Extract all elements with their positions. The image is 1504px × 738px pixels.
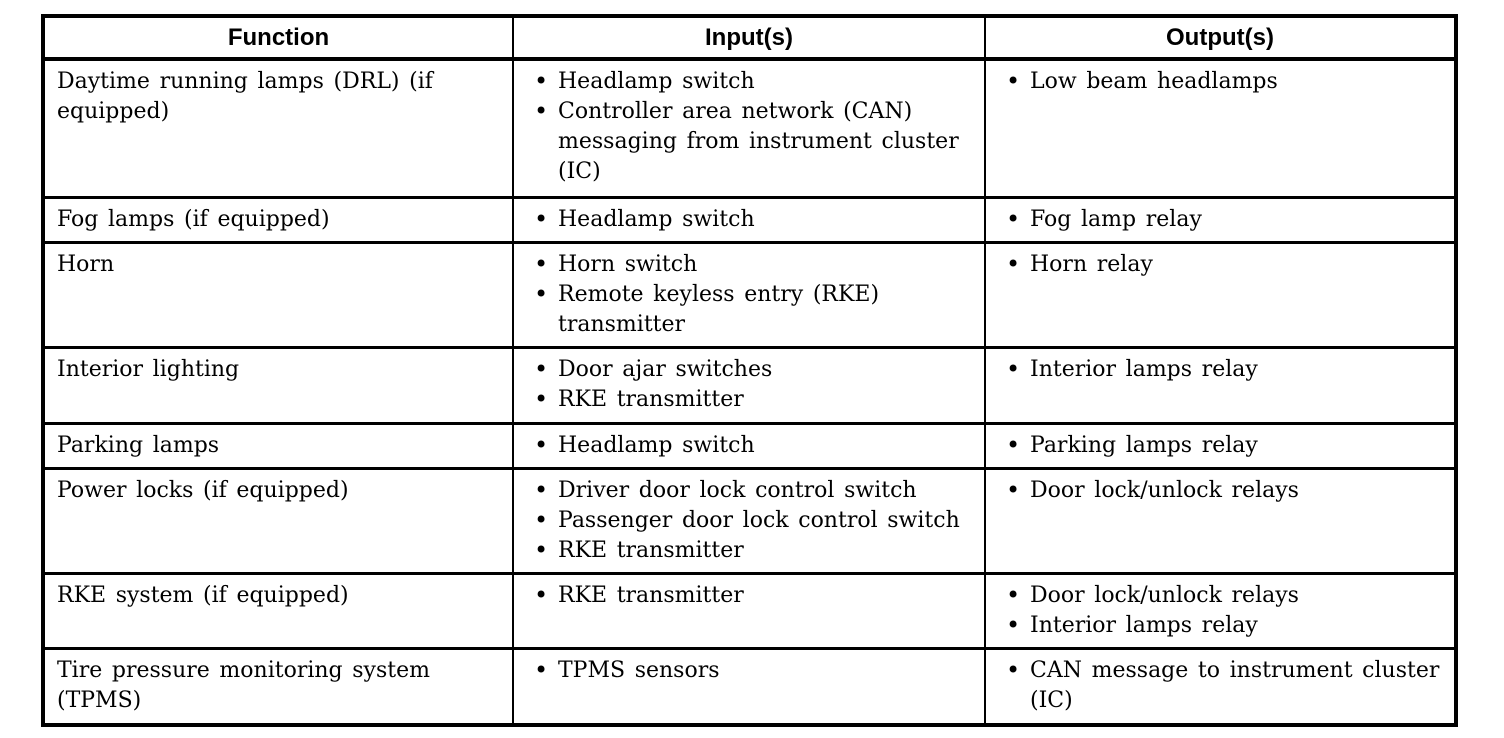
list-item: Headlamp switch — [526, 430, 976, 461]
list-item: Low beam headlamps — [998, 66, 1446, 97]
outputs-list: Door lock/unlock relays — [998, 475, 1446, 506]
outputs-cell: CAN message to instrument cluster (IC) — [984, 646, 1457, 726]
function-cell: RKE system (if equipped) — [42, 571, 514, 649]
list-item: Headlamp switch — [526, 204, 976, 235]
list-item: Horn switch — [526, 249, 976, 280]
list-item: CAN message to instrument cluster (IC) — [998, 655, 1446, 716]
outputs-list: Fog lamp relay — [998, 204, 1446, 235]
inputs-cell: TPMS sensors — [512, 646, 986, 726]
function-cell: Power locks (if equipped) — [42, 466, 514, 574]
list-item: Interior lamps relay — [998, 354, 1446, 385]
table-row-tpms: Tire pressure monitoring system (TPMS) T… — [42, 646, 1457, 726]
function-cell: Tire pressure monitoring system (TPMS) — [42, 646, 514, 726]
inputs-list: RKE transmitter — [526, 580, 976, 611]
table-row-interior-lighting: Interior lighting Door ajar switches RKE… — [42, 345, 1457, 424]
outputs-cell: Horn relay — [984, 240, 1457, 348]
list-item: Passenger door lock control switch — [526, 505, 976, 536]
table-row-parking-lamps: Parking lamps Headlamp switch Parking la… — [42, 421, 1457, 469]
outputs-cell: Door lock/unlock relays — [984, 466, 1457, 574]
table-row-rke-system: RKE system (if equipped) RKE transmitter… — [42, 571, 1457, 649]
list-item: RKE transmitter — [526, 384, 976, 415]
table-row-horn: Horn Horn switch Remote keyless entry (R… — [42, 240, 1457, 348]
inputs-list: TPMS sensors — [526, 655, 976, 686]
inputs-list: Headlamp switch Controller area network … — [526, 66, 976, 187]
column-header-inputs: Input(s) — [512, 15, 986, 61]
list-item: RKE transmitter — [526, 580, 976, 611]
list-item: Driver door lock control switch — [526, 475, 976, 506]
inputs-cell: Headlamp switch Controller area network … — [512, 57, 986, 198]
list-item: Horn relay — [998, 249, 1446, 280]
function-cell: Horn — [42, 240, 514, 348]
header-row: Function Input(s) Output(s) — [42, 15, 1457, 61]
function-cell: Parking lamps — [42, 421, 514, 469]
inputs-cell: RKE transmitter — [512, 571, 986, 649]
outputs-list: Low beam headlamps — [998, 66, 1446, 97]
function-cell: Fog lamps (if equipped) — [42, 195, 514, 243]
outputs-cell: Door lock/unlock relays Interior lamps r… — [984, 571, 1457, 649]
inputs-list: Door ajar switches RKE transmitter — [526, 354, 976, 415]
function-cell: Interior lighting — [42, 345, 514, 424]
outputs-cell: Parking lamps relay — [984, 421, 1457, 469]
outputs-list: Parking lamps relay — [998, 430, 1446, 461]
outputs-list: CAN message to instrument cluster (IC) — [998, 655, 1446, 716]
column-header-outputs: Output(s) — [984, 15, 1457, 61]
list-item: Interior lamps relay — [998, 610, 1446, 641]
list-item: Door lock/unlock relays — [998, 475, 1446, 506]
list-item: TPMS sensors — [526, 655, 976, 686]
inputs-cell: Headlamp switch — [512, 421, 986, 469]
inputs-cell: Horn switch Remote keyless entry (RKE) t… — [512, 240, 986, 348]
function-cell: Daytime running lamps (DRL) (if equipped… — [42, 57, 514, 198]
inputs-list: Driver door lock control switch Passenge… — [526, 475, 976, 566]
inputs-cell: Headlamp switch — [512, 195, 986, 243]
inputs-list: Headlamp switch — [526, 204, 976, 235]
function-io-table: Function Input(s) Output(s) Daytime runn… — [41, 14, 1458, 727]
outputs-list: Horn relay — [998, 249, 1446, 280]
inputs-list: Horn switch Remote keyless entry (RKE) t… — [526, 249, 976, 340]
list-item: Controller area network (CAN) messaging … — [526, 96, 976, 187]
list-item: Fog lamp relay — [998, 204, 1446, 235]
list-item: Door ajar switches — [526, 354, 976, 385]
inputs-cell: Door ajar switches RKE transmitter — [512, 345, 986, 424]
inputs-cell: Driver door lock control switch Passenge… — [512, 466, 986, 574]
outputs-cell: Low beam headlamps — [984, 57, 1457, 198]
list-item: Door lock/unlock relays — [998, 580, 1446, 611]
table-row-power-locks: Power locks (if equipped) Driver door lo… — [42, 466, 1457, 574]
function-io-table-container: Function Input(s) Output(s) Daytime runn… — [41, 14, 1458, 727]
list-item: Headlamp switch — [526, 66, 976, 97]
outputs-cell: Fog lamp relay — [984, 195, 1457, 243]
list-item: Parking lamps relay — [998, 430, 1446, 461]
outputs-list: Interior lamps relay — [998, 354, 1446, 385]
list-item: Remote keyless entry (RKE) transmitter — [526, 279, 976, 340]
table-row-fog-lamps: Fog lamps (if equipped) Headlamp switch … — [42, 195, 1457, 243]
outputs-list: Door lock/unlock relays Interior lamps r… — [998, 580, 1446, 641]
list-item: RKE transmitter — [526, 535, 976, 566]
table-row-drl: Daytime running lamps (DRL) (if equipped… — [42, 57, 1457, 198]
column-header-function: Function — [42, 15, 514, 61]
inputs-list: Headlamp switch — [526, 430, 976, 461]
outputs-cell: Interior lamps relay — [984, 345, 1457, 424]
